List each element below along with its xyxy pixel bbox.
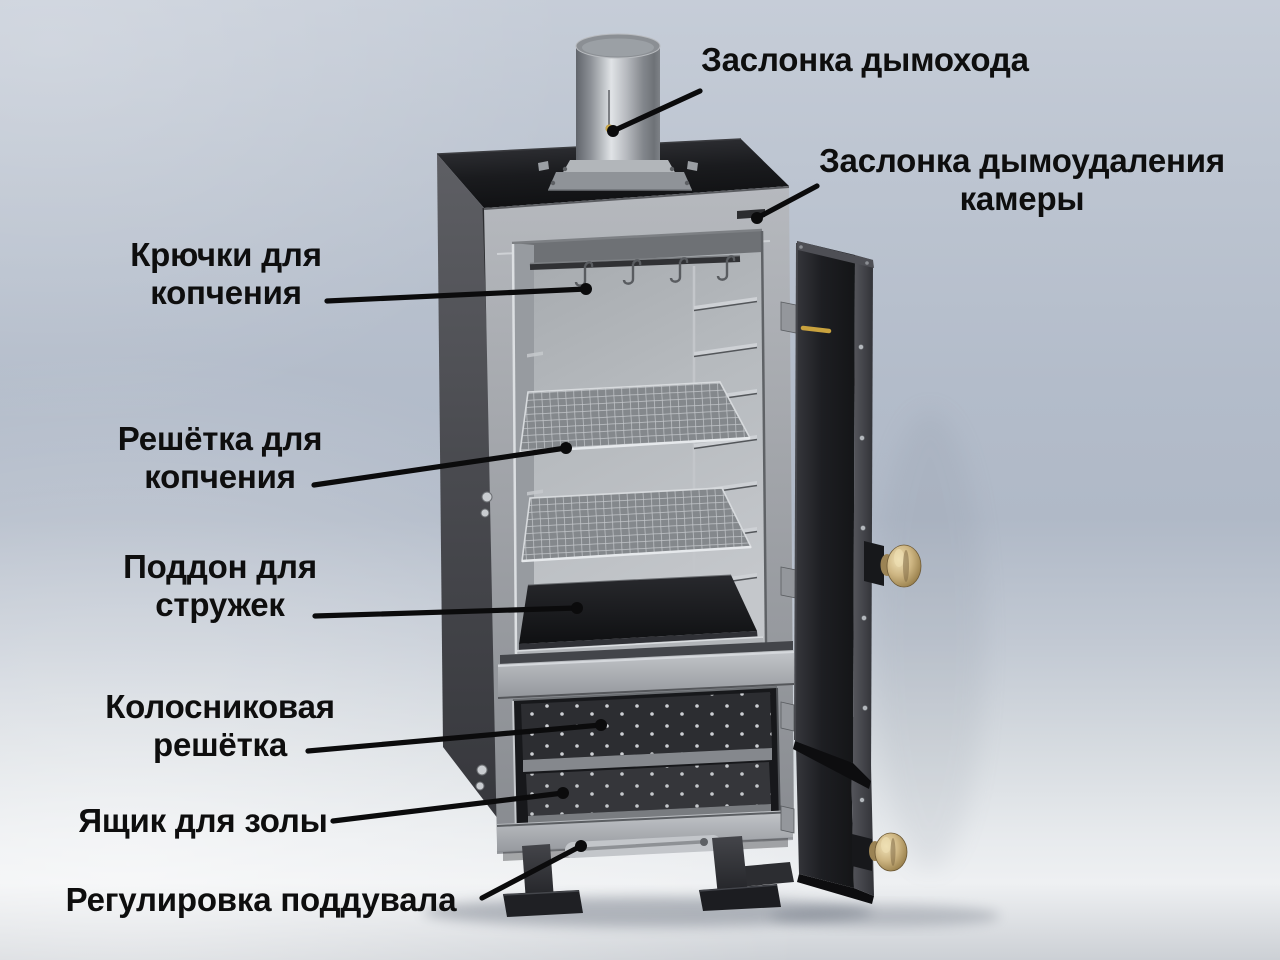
left-foot xyxy=(503,890,583,917)
pointer-chamber-smoke-damper xyxy=(751,183,820,224)
smoking-grate-lower xyxy=(521,487,753,563)
left-leg xyxy=(522,844,554,902)
air-vent-slider xyxy=(565,835,721,858)
pointer-air-vent xyxy=(479,840,587,901)
ash-box xyxy=(526,762,771,826)
pointer-ash-box xyxy=(330,787,569,824)
label-chip-tray: Поддон для стружек xyxy=(123,548,317,623)
mid-divider xyxy=(497,641,795,699)
label-smoking-hooks: Крючки для копчения xyxy=(130,236,322,311)
chip-tray xyxy=(519,574,758,655)
smoking-chamber xyxy=(511,228,768,663)
label-air-vent-control: Регулировка поддувала xyxy=(65,881,457,918)
pointer-smoking-hooks xyxy=(324,283,592,304)
label-fire-grate: Колосниковая решётка xyxy=(105,688,335,763)
pointer-chip-tray xyxy=(312,602,583,619)
door-knob-upper xyxy=(880,544,922,588)
legs xyxy=(502,836,794,917)
chamber-door xyxy=(793,241,922,789)
label-chimney-damper: Заслонка дымохода xyxy=(701,41,1029,78)
door-knob-lower xyxy=(869,832,908,872)
fire-grate xyxy=(521,692,772,772)
pointer-fire-grate xyxy=(305,719,607,754)
pointer-chimney-damper xyxy=(607,88,703,137)
right-leg xyxy=(712,836,748,896)
label-smoking-grate: Решётка для копчения xyxy=(117,420,323,495)
pointer-smoking-grate xyxy=(311,442,572,488)
label-ash-box: Ящик для золы xyxy=(78,802,328,839)
label-chamber-smoke-damper: Заслонка дымоудаления камеры xyxy=(819,142,1225,217)
latch-pins xyxy=(475,491,493,791)
hook-rod xyxy=(529,256,741,270)
chimney-pipe xyxy=(538,33,698,191)
right-foot xyxy=(699,884,781,911)
pointer-lines xyxy=(305,88,820,901)
door-marker-gold xyxy=(800,325,832,334)
chimney-flange xyxy=(562,160,676,174)
